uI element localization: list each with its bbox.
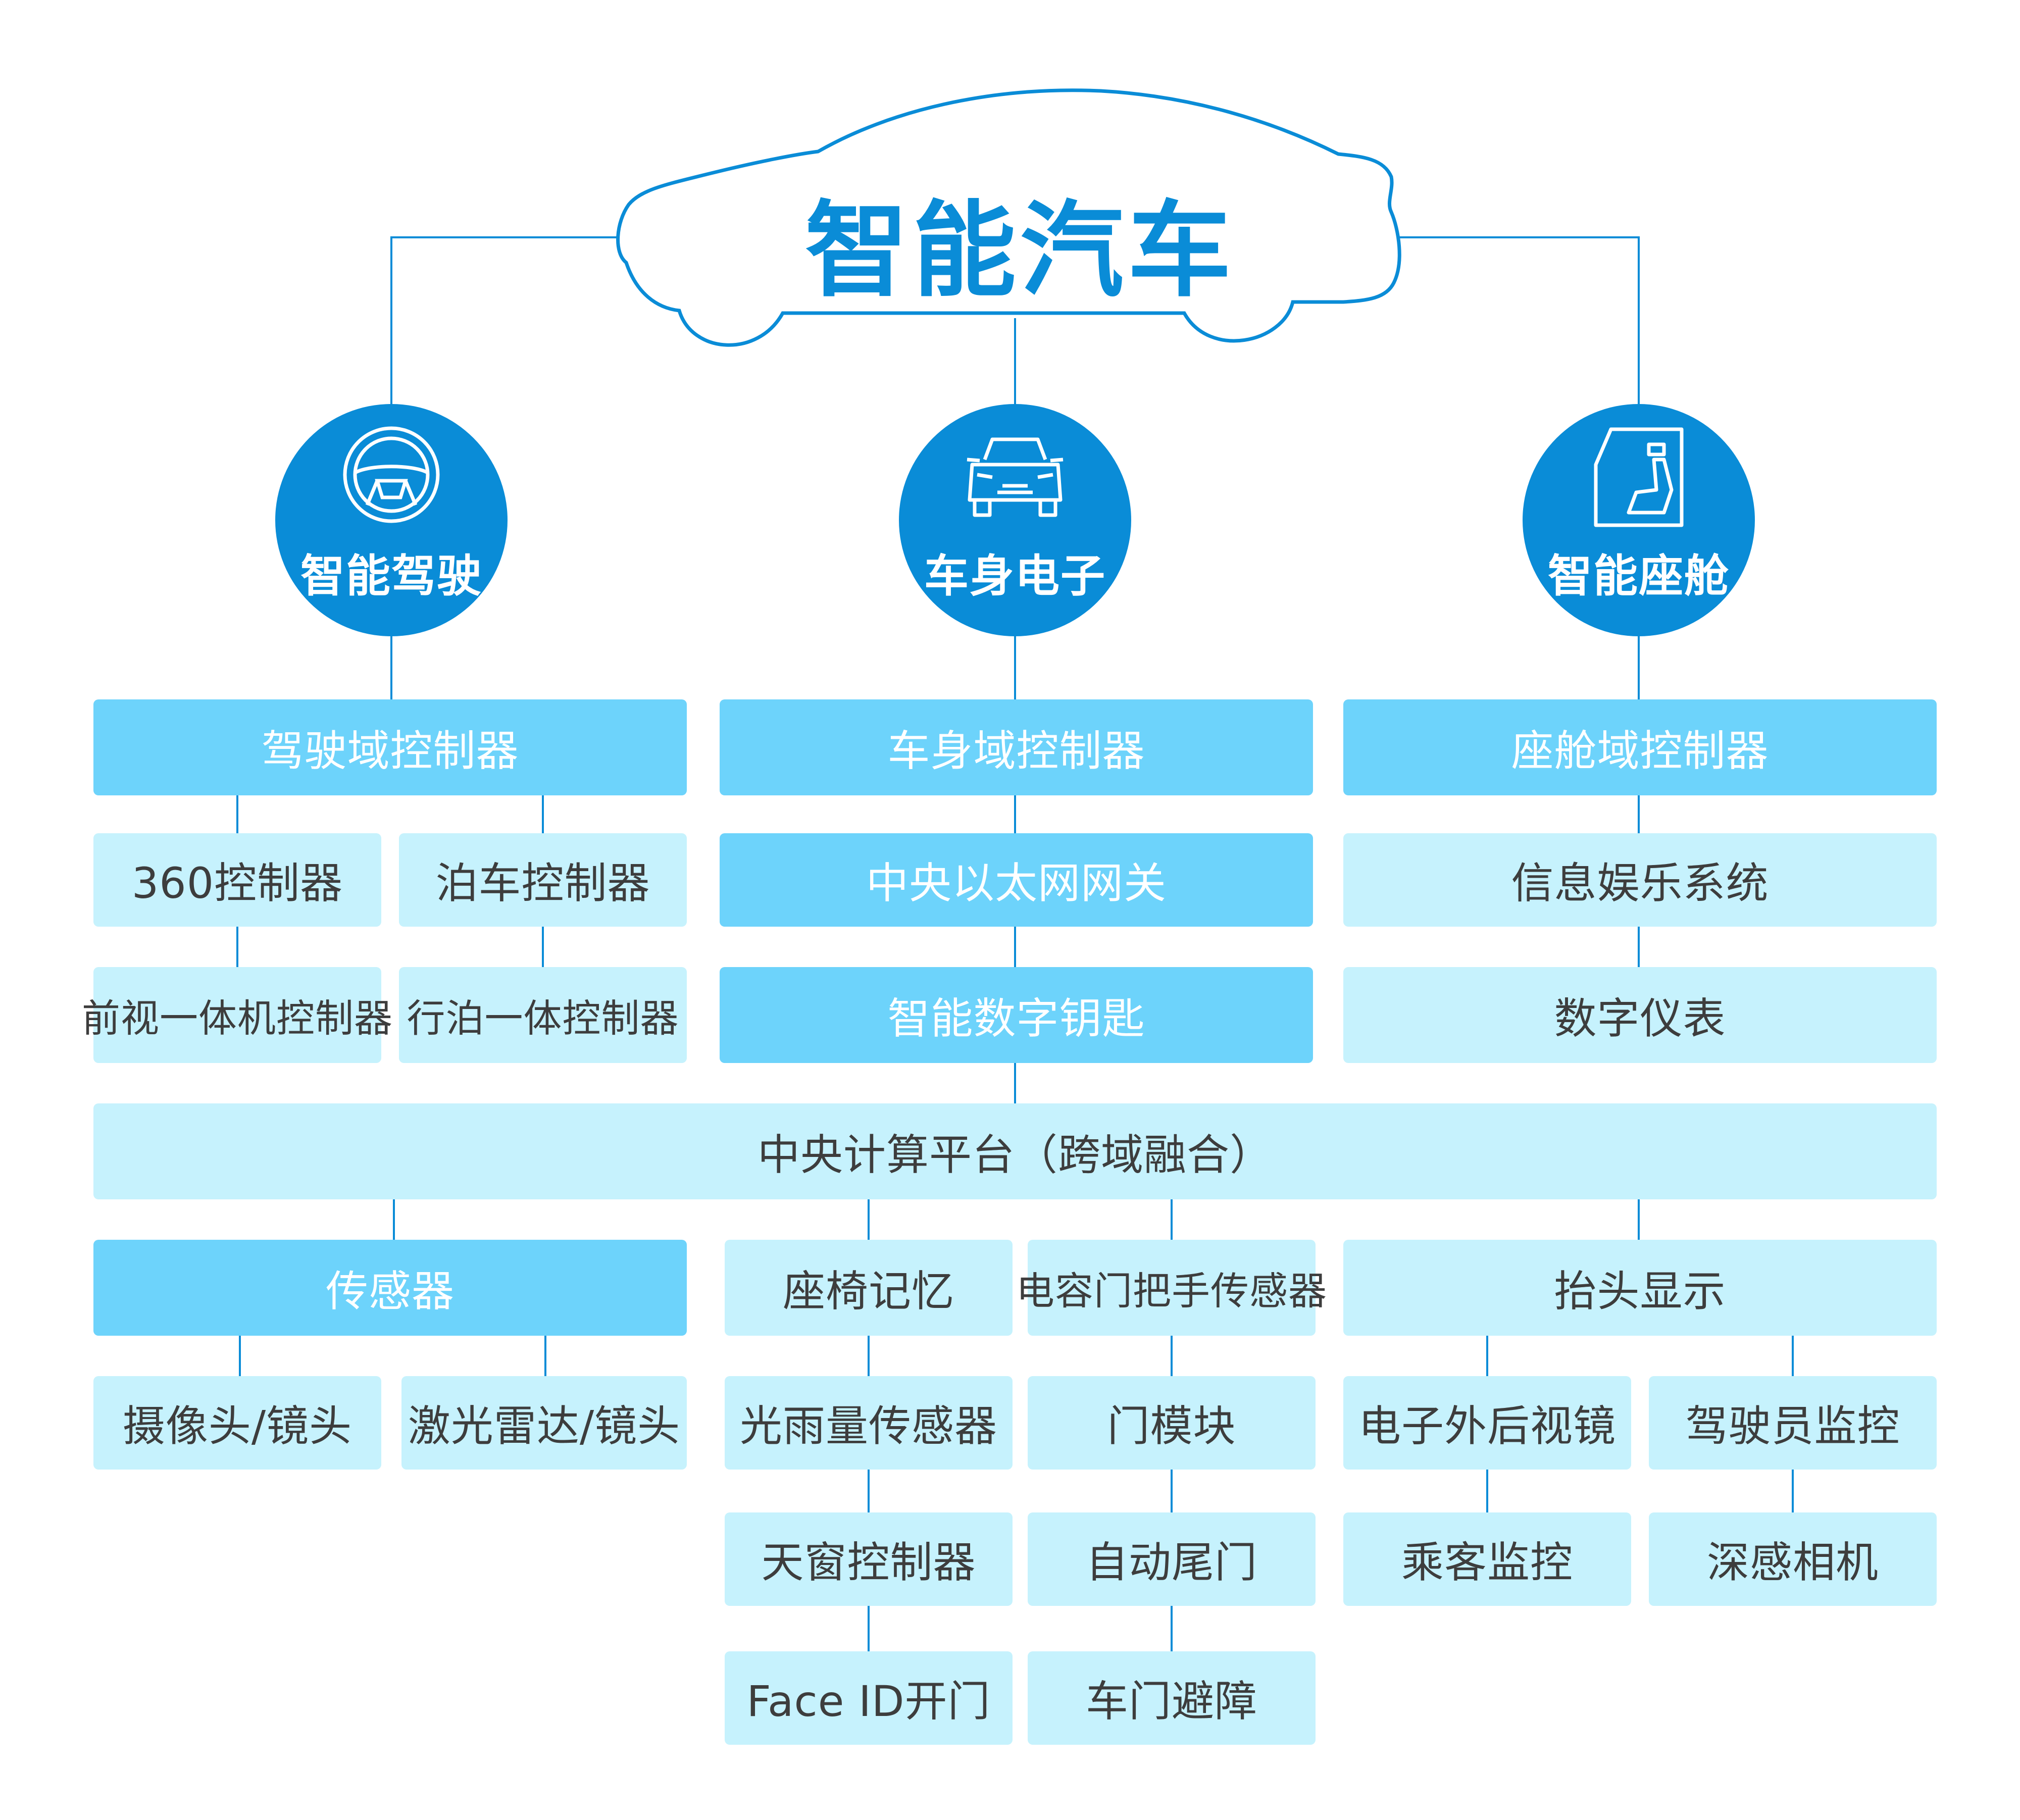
sensor-group: 传感器 bbox=[93, 1240, 687, 1336]
item-360-controller: 360控制器 bbox=[93, 833, 381, 927]
item-power-tailgate: 自动尾门 bbox=[1028, 1512, 1316, 1606]
domain-driving: 智能驾驶 bbox=[275, 404, 508, 636]
item-passenger-monitoring: 乘客监控 bbox=[1343, 1512, 1631, 1606]
body-domain-controller: 车身域控制器 bbox=[720, 699, 1313, 795]
item-driving-parking-controller: 行泊一体控制器 bbox=[399, 967, 687, 1063]
item-sunroof-controller: 天窗控制器 bbox=[725, 1512, 1013, 1606]
car-front-icon bbox=[967, 437, 1064, 517]
item-door-obstacle-avoidance: 车门避障 bbox=[1028, 1651, 1316, 1745]
item-front-view-controller: 前视一体机控制器 bbox=[82, 967, 392, 1063]
steering-wheel-icon bbox=[343, 426, 440, 523]
item-camera-lens: 摄像头/镜头 bbox=[93, 1376, 381, 1470]
item-infotainment: 信息娱乐系统 bbox=[1343, 833, 1937, 927]
page-title: 智能汽车 bbox=[805, 191, 1235, 311]
connector-title-cockpit bbox=[1394, 236, 1640, 404]
item-door-module: 门模块 bbox=[1028, 1376, 1316, 1470]
item-parking-controller: 泊车控制器 bbox=[399, 833, 687, 927]
domain-label-cockpit: 智能座舱 bbox=[1547, 550, 1730, 602]
item-depth-camera: 深感相机 bbox=[1649, 1512, 1937, 1606]
item-face-id-door: Face ID开门 bbox=[725, 1651, 1013, 1745]
central-ethernet-gateway: 中央以太网网关 bbox=[720, 833, 1313, 927]
item-capacitive-door-handle: 电容门把手传感器 bbox=[1016, 1240, 1327, 1336]
car-seat-icon bbox=[1594, 427, 1684, 527]
central-computing-platform: 中央计算平台（跨域融合） bbox=[93, 1103, 1937, 1199]
domain-label-body: 车身电子 bbox=[924, 550, 1106, 602]
item-electronic-mirror: 电子外后视镜 bbox=[1343, 1376, 1631, 1470]
driving-domain-controller: 驾驶域控制器 bbox=[93, 699, 687, 795]
item-lidar-lens: 激光雷达/镜头 bbox=[401, 1376, 687, 1470]
domain-cockpit: 智能座舱 bbox=[1523, 404, 1755, 636]
item-rain-light-sensor: 光雨量传感器 bbox=[725, 1376, 1013, 1470]
item-seat-memory: 座椅记忆 bbox=[725, 1240, 1013, 1336]
item-driver-monitoring: 驾驶员监控 bbox=[1649, 1376, 1937, 1470]
domain-body: 车身电子 bbox=[899, 404, 1131, 636]
car-outline-icon bbox=[616, 88, 1401, 347]
connector-title-driving bbox=[390, 236, 621, 404]
cockpit-domain-controller: 座舱域控制器 bbox=[1343, 699, 1937, 795]
item-digital-cluster: 数字仪表 bbox=[1343, 967, 1937, 1063]
domain-label-driving: 智能驾驶 bbox=[300, 550, 482, 602]
smart-digital-key: 智能数字钥匙 bbox=[720, 967, 1313, 1063]
head-up-display: 抬头显示 bbox=[1343, 1240, 1937, 1336]
